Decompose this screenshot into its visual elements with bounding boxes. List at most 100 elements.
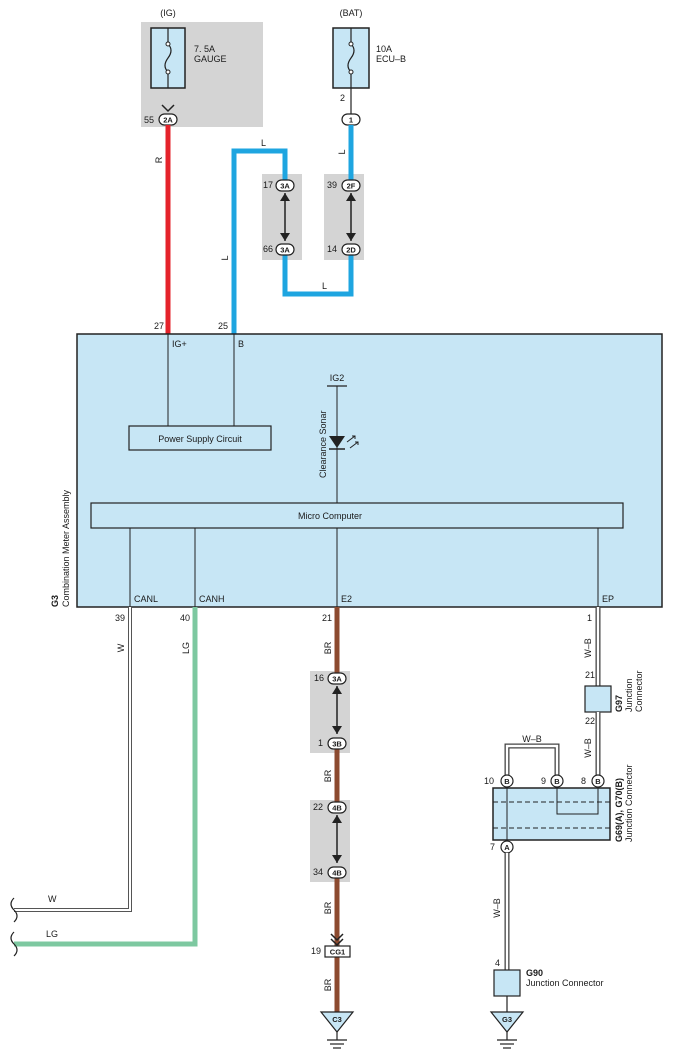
g69-pin-label: B — [504, 777, 510, 786]
meter-code: G3 — [50, 595, 60, 607]
fuse-ig-terminal-bottom — [165, 69, 171, 75]
meter-pin-39: 39 — [115, 613, 125, 623]
g69-name: Junction Connector — [624, 764, 634, 842]
g69-pin-shape — [591, 774, 605, 788]
g97-pin-bottom: 22 — [585, 716, 595, 726]
g69-pin-9: 9 — [541, 776, 546, 786]
connector-pin-label: 3A — [280, 246, 290, 255]
connector-pin-shape — [341, 179, 361, 192]
g69-pin-label: A — [504, 843, 510, 852]
fuse-bat-pin-label: 1 — [349, 116, 353, 125]
meter-label-ig-plus: IG+ — [172, 339, 187, 349]
wire-lightgreen-break-icon — [10, 931, 18, 957]
connector-cg1-shape — [324, 945, 351, 958]
wire-lightgreen-end-label: LG — [46, 929, 58, 939]
ground-c3: C3 — [319, 1011, 355, 1049]
fuse-bat-icon — [347, 28, 355, 88]
meter-pin-21: 21 — [322, 613, 332, 623]
g97-code: G97 — [614, 695, 624, 712]
junction-g97: 21 22 G97 Junction Connector — [584, 670, 644, 726]
wire-brown-label-2: BR — [323, 769, 333, 782]
connector-4b-lower: 34 4B — [313, 866, 347, 879]
connector-arrow-39-14 — [346, 193, 356, 241]
g97-box — [584, 685, 612, 713]
wire-lightgreen — [14, 607, 198, 947]
g90-box — [493, 969, 521, 997]
fuse-ig-icon — [164, 28, 172, 88]
wire-wb-loop-outline — [504, 743, 560, 776]
fuse-ig-pin-number: 55 — [144, 115, 154, 125]
connector-pin-label: 3A — [280, 182, 290, 191]
connector-arrow-16-1 — [332, 686, 342, 734]
connector-pin-shape — [275, 179, 295, 192]
connector-cg1-label: CG1 — [330, 948, 345, 957]
wire-red-label: R — [154, 156, 164, 163]
g69-pin-7: 7 — [490, 842, 495, 852]
fuse-bat-pin-number: 2 — [340, 93, 345, 103]
connector-pin-17: 17 — [263, 180, 273, 190]
connector-pin-66: 66 — [263, 244, 273, 254]
meter-name: Combination Meter Assembly — [61, 489, 71, 607]
connector-2f: 39 2F — [327, 179, 361, 192]
wire-white-outline — [14, 607, 132, 912]
wire-wb-loop-label: W–B — [522, 734, 542, 744]
fuse-bat-terminal-bottom — [348, 69, 354, 75]
ground-g3-label: G3 — [502, 1015, 512, 1024]
junction-g90: 4 G90 Junction Connector — [493, 958, 604, 997]
combination-meter: G3 Combination Meter Assembly 27 25 IG+ … — [50, 321, 663, 623]
connector-pin-label: 2F — [347, 182, 356, 191]
connector-pin-shape — [275, 243, 295, 256]
clearance-sonar-label: Clearance Sonar — [318, 410, 328, 478]
connector-cg1: 19 CG1 — [311, 933, 351, 958]
wire-blue-left-label: L — [220, 255, 230, 260]
connector-pin-39: 39 — [327, 180, 337, 190]
fuse-ig-rating: 7. 5A — [194, 44, 215, 54]
meter-pin-1: 1 — [587, 613, 592, 623]
wire-blue-bottom-label: L — [322, 281, 327, 291]
g69-pin-label: B — [554, 777, 560, 786]
power-supply-label: Power Supply Circuit — [158, 434, 242, 444]
micro-computer — [90, 502, 624, 529]
connector-pin-shape — [341, 243, 361, 256]
connector-pin-1: 1 — [318, 738, 323, 748]
meter-pin-27: 27 — [154, 321, 164, 331]
led-icon — [329, 435, 359, 450]
fuse-bat-group: (BAT) 10A ECU–B 2 1 — [332, 8, 406, 126]
wire-white-break-icon — [10, 897, 18, 923]
connector-pin-shape — [327, 866, 347, 879]
ground-c3-triangle — [319, 1011, 355, 1033]
wire-wb-label-2: W–B — [583, 738, 593, 758]
fuse-bat-rating: 10A — [376, 44, 392, 54]
ground-g3-triangle — [489, 1011, 525, 1033]
fuse-bat-name: ECU–B — [376, 54, 406, 64]
fuse-ig-terminal-top — [165, 41, 171, 47]
meter-box — [76, 333, 663, 608]
connector-pin-label: 3B — [332, 740, 342, 749]
connector-pin-label: 3A — [332, 675, 342, 684]
wire-wb-label-3: W–B — [492, 898, 502, 918]
g69-code: G69(A), G70(B) — [614, 778, 624, 842]
wire-blue-right-label: L — [337, 149, 347, 154]
meter-label-ig2: IG2 — [330, 373, 345, 383]
connector-pin-shape — [327, 672, 347, 685]
connector-pin-34: 34 — [313, 867, 323, 877]
connector-2d: 14 2D — [327, 243, 361, 256]
g97-name-2: Connector — [634, 670, 644, 712]
wire-wb-label-1: W–B — [583, 638, 593, 658]
meter-label-canh: CANH — [199, 594, 225, 604]
wire-blue-meter-to-3a — [231, 148, 288, 334]
connector-pin-label: 4B — [332, 869, 342, 878]
ground-g3: G3 — [489, 1011, 525, 1049]
wire-blue-3a-to-2d — [282, 254, 354, 297]
wire-lightgreen-label: LG — [181, 642, 191, 654]
g97-pin-top: 21 — [585, 670, 595, 680]
junction-g69-g70: 10 B 9 B 8 B 7 A G69(A), G70(B) Junction… — [484, 764, 634, 854]
fuse-bat-terminal-top — [348, 41, 354, 47]
connector-pin-16: 16 — [314, 673, 324, 683]
chevron-down-icon — [330, 933, 344, 947]
ground-c3-label: C3 — [332, 1015, 342, 1024]
wire-white — [14, 607, 131, 911]
wire-brown-label-3: BR — [323, 901, 333, 914]
connector-4b-upper: 22 4B — [313, 801, 347, 814]
connector-3b: 1 3B — [318, 737, 347, 750]
